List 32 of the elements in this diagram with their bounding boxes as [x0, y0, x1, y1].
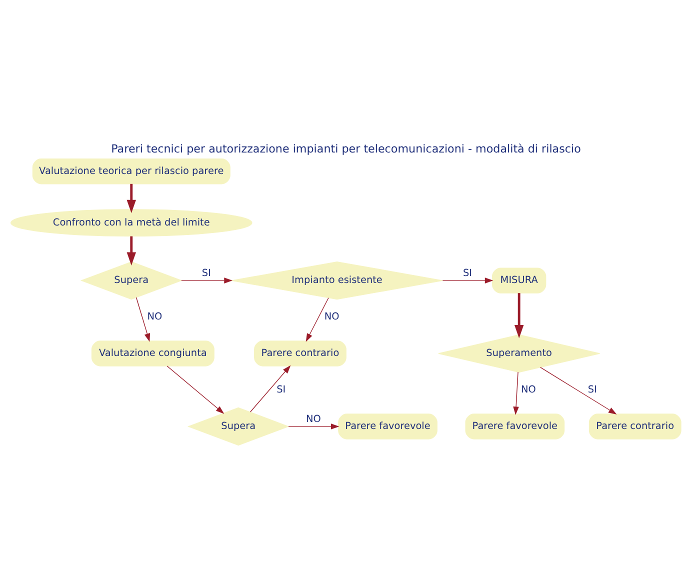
node-box: Valutazione congiunta	[91, 340, 214, 366]
node-diamond: Superamento	[438, 334, 600, 372]
node-diamond: Impianto esistente	[231, 260, 443, 300]
arrow	[513, 371, 519, 414]
node-box: Parere contrario	[254, 340, 346, 366]
node-box: Parere contrario	[588, 413, 682, 439]
node-ellipse: Confronto con la metà del limite	[10, 208, 252, 236]
arrow	[166, 365, 224, 414]
node-box: Valutazione teorica per rilascio parere	[32, 158, 230, 184]
edge-label: SI	[202, 267, 211, 278]
arrow	[181, 277, 232, 283]
arrow	[306, 297, 329, 342]
node-diamond: Supera	[80, 260, 182, 300]
arrow	[136, 296, 150, 342]
node-box: Parere favorevole	[338, 413, 438, 439]
edge-label: SI	[462, 267, 472, 278]
edge-label: NO	[306, 413, 321, 424]
edge-label: NO	[324, 311, 340, 322]
diagram-title: Pareri tecnici per autorizzazione impianti per telecomunicazioni - modalità di rilascio	[111, 142, 581, 155]
arrow	[126, 183, 136, 213]
arrow	[250, 364, 291, 412]
arrow	[540, 366, 617, 414]
edge-label: NO	[147, 311, 162, 322]
edge-label: NO	[521, 384, 536, 396]
arrow	[514, 292, 524, 338]
edge-label: SI	[276, 384, 286, 396]
arrow	[126, 236, 136, 265]
arrow	[442, 277, 494, 283]
node-box: MISURA	[492, 267, 546, 293]
edge-label: SI	[588, 384, 597, 396]
node-box: Parere favorevole	[465, 413, 565, 439]
arrow	[288, 423, 340, 429]
